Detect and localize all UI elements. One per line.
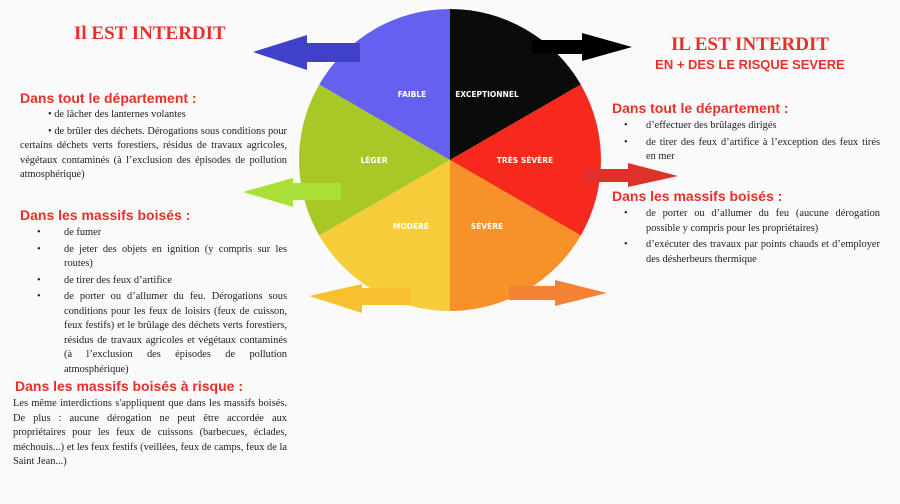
arrow-left-modere xyxy=(309,284,411,313)
wheel-segment-severe xyxy=(450,160,581,311)
list-item: de porter ou d’allumer du feu. Dérogatio… xyxy=(20,290,287,377)
list-item: de porter ou d’allumer du feu (aucune dé… xyxy=(612,207,880,236)
wheel-segment-label: EXCEPTIONNEL xyxy=(455,90,519,99)
section-heading: Dans tout le département : xyxy=(20,90,197,106)
left-section-massifs-risque: Dans les massifs boisés à risque : Les m… xyxy=(13,378,287,470)
left-section-massifs: Dans les massifs boisés : de fumer de je… xyxy=(20,207,287,379)
section-heading: Dans les massifs boisés : xyxy=(20,207,191,223)
section-heading: Dans tout le département : xyxy=(612,100,789,116)
wheel-segment-label: MODÉRÉ xyxy=(393,222,429,231)
list-item: de tirer des feux d’artifice xyxy=(20,274,287,289)
wheel-segment-tres-severe xyxy=(450,84,601,236)
section-heading: Dans les massifs boisés : xyxy=(612,188,783,204)
wheel-segment-modere xyxy=(319,160,450,311)
left-section-departement: Dans tout le département : • de lâcher d… xyxy=(20,90,287,183)
right-section-departement: Dans tout le département : d’effectuer d… xyxy=(612,100,880,167)
wheel-segment-label: FAIBLE xyxy=(398,90,426,99)
wheel-segment-label: TRÈS SÉVÈRE xyxy=(497,156,553,165)
list-item: • de brûler des déchets. Dérogations sou… xyxy=(20,125,287,181)
list-item: d’effectuer des brûlages dirigés xyxy=(612,119,880,134)
left-title: Il EST INTERDIT xyxy=(74,23,226,44)
right-title: IL EST INTERDIT xyxy=(670,34,830,55)
list-item: de fumer xyxy=(20,226,287,241)
list-item: d’exécuter des travaux par points chauds… xyxy=(612,238,880,267)
section-heading: Dans les massifs boisés à risque : xyxy=(15,378,243,394)
arrow-right-severe xyxy=(509,280,607,306)
list-item: de tirer des feux d’artifice à l’excepti… xyxy=(612,136,880,165)
section-text: Les même interdictions s'appliquent que … xyxy=(13,398,287,467)
list-item: de jeter des objets en ignition (y compr… xyxy=(20,243,287,272)
arrow-left-leger xyxy=(243,178,341,207)
arrow-right-exceptionnel xyxy=(532,33,632,61)
wheel-segment-label: LÉGER xyxy=(361,156,388,165)
arrow-right-tres-severe xyxy=(584,163,678,187)
right-section-massifs: Dans les massifs boisés : de porter ou d… xyxy=(612,188,880,269)
list-item: • de lâcher des lanternes volantes xyxy=(48,109,186,120)
arrow-left-faible xyxy=(253,35,360,70)
wheel-segment-label: SÉVÈRE xyxy=(471,222,503,231)
right-subtitle: EN + DES LE RISQUE SEVERE xyxy=(655,57,845,72)
